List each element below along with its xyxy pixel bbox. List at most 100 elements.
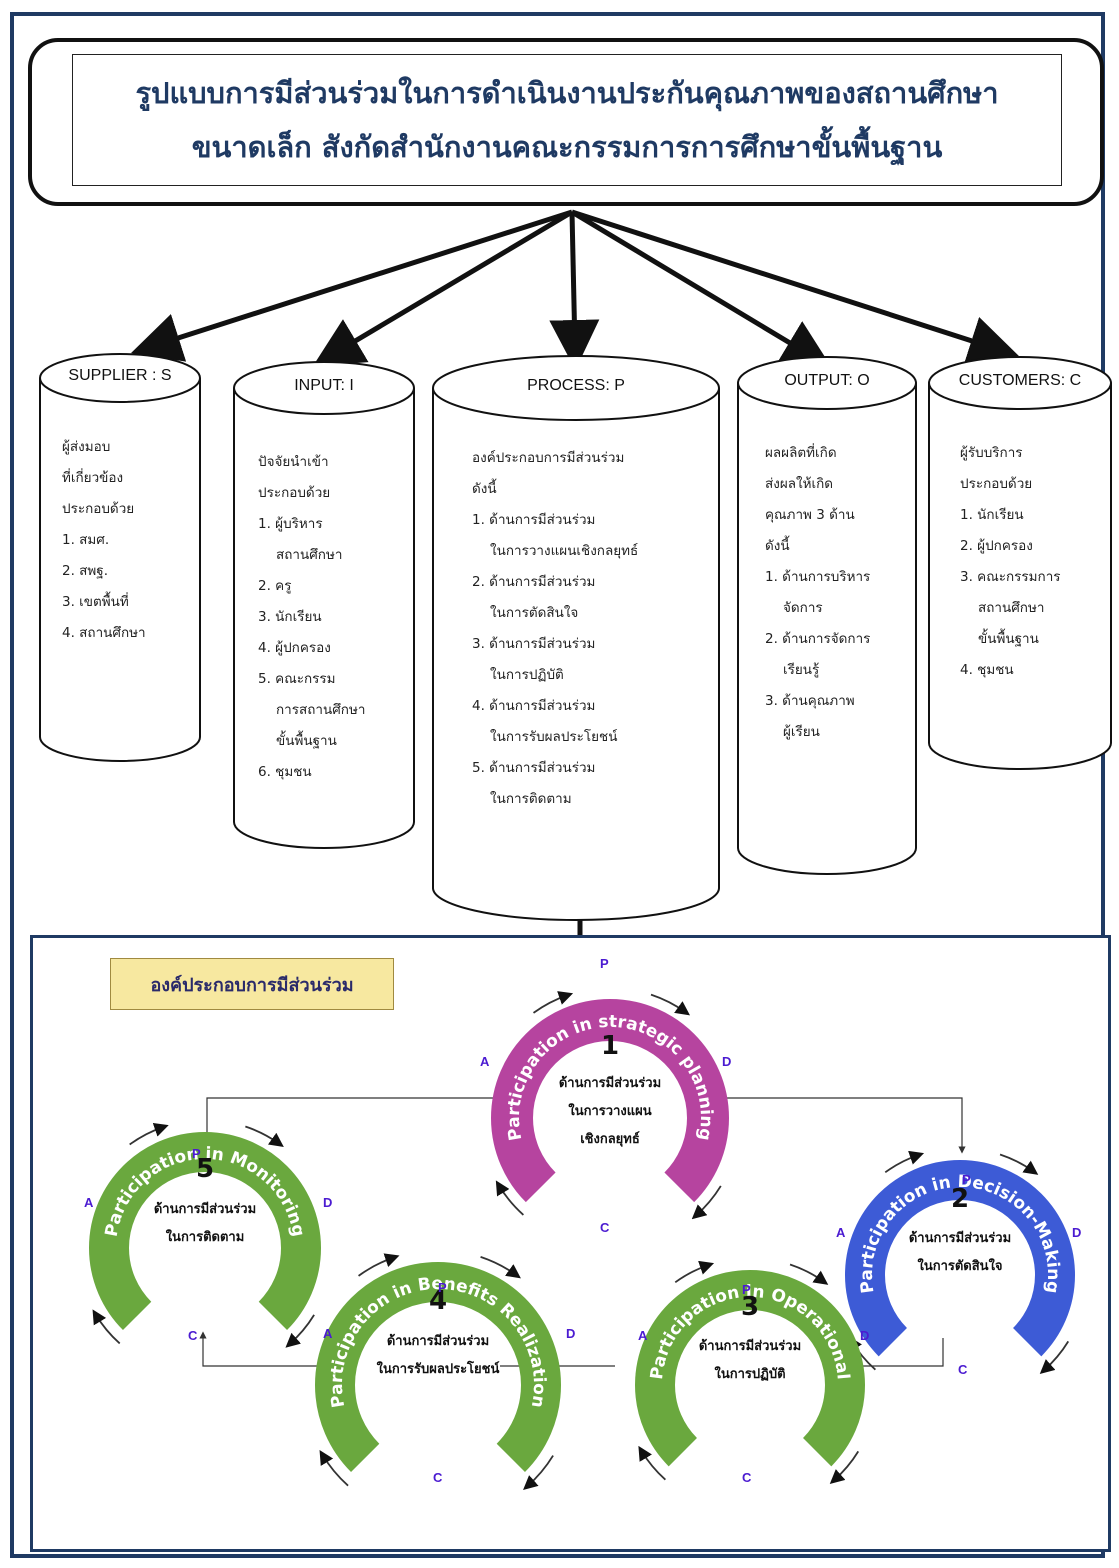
- pdca-p: P: [600, 956, 609, 971]
- component-label: ด้านการมีส่วนร่วมในการวางแผนเชิงกลยุทธ์: [520, 1070, 700, 1154]
- pdca-a: A: [836, 1225, 846, 1240]
- component-label-line: ด้านการมีส่วนร่วม: [153, 1202, 257, 1217]
- content-line: เรียนรู้: [783, 662, 820, 678]
- component-label: ด้านการมีส่วนร่วมในการติดตาม: [115, 1196, 295, 1252]
- content-line: 4. ผู้ปกครอง: [258, 640, 331, 656]
- content-line: ประกอบด้วย: [62, 501, 135, 517]
- pdca-d: D: [1072, 1225, 1082, 1240]
- content-line: 3. ด้านการมีส่วนร่วม: [472, 636, 596, 652]
- process-title: PROCESS: P: [527, 377, 625, 394]
- content-line: ในการติดตาม: [490, 791, 572, 807]
- content-line: 2. ด้านการมีส่วนร่วม: [472, 574, 596, 590]
- pdca-d: D: [722, 1054, 732, 1069]
- pdca-d: D: [323, 1195, 333, 1210]
- content-line: 2. ด้านการจัดการ: [765, 631, 871, 647]
- cylinder-2: [432, 355, 720, 921]
- content-line: ที่เกี่ยวข้อง: [62, 470, 124, 486]
- pdca-a: A: [84, 1195, 94, 1210]
- components-label: องค์ประกอบการมีส่วนร่วม: [150, 974, 354, 996]
- content-line: 4. ด้านการมีส่วนร่วม: [472, 698, 596, 714]
- content-line: จัดการ: [783, 600, 823, 616]
- content-line: ในการรับผลประโยชน์: [490, 729, 618, 745]
- content-line: 1. สมศ.: [62, 532, 110, 548]
- connector-arrows: [130, 209, 1020, 935]
- content-line: 6. ชุมชน: [258, 764, 312, 780]
- content-line: ส่งผลให้เกิด: [765, 476, 834, 492]
- outer-border: [10, 12, 1105, 1558]
- content-line: ดังนี้: [472, 481, 497, 497]
- content-line: 5. คณะกรรม: [258, 671, 336, 687]
- pdca-p: P: [742, 1282, 751, 1297]
- component-number: 5: [195, 1154, 215, 1184]
- content-line: 4. สถานศึกษา: [62, 625, 146, 641]
- content-line: 1. นักเรียน: [960, 507, 1024, 523]
- component-label-line: ด้านการมีส่วนร่วม: [698, 1339, 802, 1354]
- sipoc-graphic: [39, 209, 1112, 935]
- content-line: 2. ครู: [258, 578, 292, 594]
- pdca-d: D: [860, 1328, 870, 1343]
- content-line: ดังนี้: [765, 538, 790, 554]
- component-label-line: ในการตัดสินใจ: [917, 1259, 1003, 1274]
- component-number: 4: [428, 1286, 448, 1316]
- output-content: ผลผลิตที่เกิดส่งผลให้เกิดคุณภาพ 3 ด้านดั…: [765, 438, 915, 748]
- pdca-c: C: [433, 1470, 443, 1485]
- content-line: 2. ผู้ปกครอง: [960, 538, 1033, 554]
- title-line-2: ขนาดเล็ก สังกัดสำนักงานคณะกรรมการการศึกษ…: [191, 130, 943, 164]
- pdca-c: C: [600, 1220, 610, 1235]
- pdca-p: P: [192, 1146, 201, 1161]
- content-line: ขั้นพื้นฐาน: [276, 733, 337, 749]
- component-label-line: ในการรับผลประโยชน์: [376, 1362, 500, 1377]
- content-line: สถานศึกษา: [276, 547, 343, 563]
- content-line: 1. ด้านการมีส่วนร่วม: [472, 512, 596, 528]
- component-label: ด้านการมีส่วนร่วมในการปฏิบัติ: [660, 1333, 840, 1389]
- content-line: 1. ด้านการบริหาร: [765, 569, 871, 585]
- content-line: ประกอบด้วย: [258, 485, 331, 501]
- component-label-line: ด้านการมีส่วนร่วม: [558, 1076, 662, 1091]
- pdca-a: A: [638, 1328, 648, 1343]
- component-label: ด้านการมีส่วนร่วมในการตัดสินใจ: [870, 1225, 1050, 1281]
- content-line: 2. สพฐ.: [62, 563, 109, 579]
- cylinder-4: [928, 356, 1112, 770]
- component-label-line: ด้านการมีส่วนร่วม: [908, 1231, 1012, 1246]
- pdca-a: A: [323, 1326, 333, 1341]
- cylinder-3: [737, 356, 917, 875]
- title-box: รูปแบบการมีส่วนร่วมในการดำเนินงานประกันค…: [72, 54, 1062, 186]
- component-label-line: ด้านการมีส่วนร่วม: [386, 1334, 490, 1349]
- component-number: 2: [950, 1184, 970, 1214]
- input-title: INPUT: I: [294, 377, 354, 394]
- content-line: การสถานศึกษา: [276, 702, 366, 718]
- component-label-line: เชิงกลยุทธ์: [580, 1132, 640, 1147]
- content-line: 3. เขตพื้นที่: [62, 594, 129, 610]
- pdca-c: C: [188, 1328, 198, 1343]
- cylinder-1: [233, 361, 415, 849]
- content-line: 3. ด้านคุณภาพ: [765, 693, 855, 709]
- pdca-c: C: [742, 1470, 752, 1485]
- content-line: ในการวางแผนเชิงกลยุทธ์: [490, 543, 639, 559]
- supplier-title: SUPPLIER : S: [68, 367, 172, 384]
- content-line: 3. คณะกรรมการ: [960, 569, 1061, 585]
- content-line: ขั้นพื้นฐาน: [978, 631, 1039, 647]
- pdca-a: A: [480, 1054, 490, 1069]
- process-content: องค์ประกอบการมีส่วนร่วมดังนี้ 1. ด้านการม…: [472, 443, 712, 815]
- component-label-line: ในการวางแผน: [568, 1104, 652, 1119]
- cylinder-0: [39, 353, 201, 762]
- pdca-c: C: [958, 1362, 968, 1377]
- content-line: สถานศึกษา: [978, 600, 1045, 616]
- sipoc-cylinders: [39, 353, 1112, 921]
- pdca-d: D: [566, 1326, 576, 1341]
- title-line-1: รูปแบบการมีส่วนร่วมในการดำเนินงานประกันค…: [135, 76, 999, 110]
- pdca-p: P: [438, 1280, 447, 1295]
- content-line: องค์ประกอบการมีส่วนร่วม: [472, 450, 625, 466]
- content-line: 5. ด้านการมีส่วนร่วม: [472, 760, 596, 776]
- content-line: 4. ชุมชน: [960, 662, 1014, 678]
- title-outer-frame: [28, 38, 1104, 206]
- customers-title: CUSTOMERS: C: [958, 372, 1082, 389]
- content-line: ในการตัดสินใจ: [490, 605, 579, 621]
- content-line: 3. นักเรียน: [258, 609, 322, 625]
- content-line: ประกอบด้วย: [960, 476, 1033, 492]
- component-number: 1: [600, 1031, 620, 1061]
